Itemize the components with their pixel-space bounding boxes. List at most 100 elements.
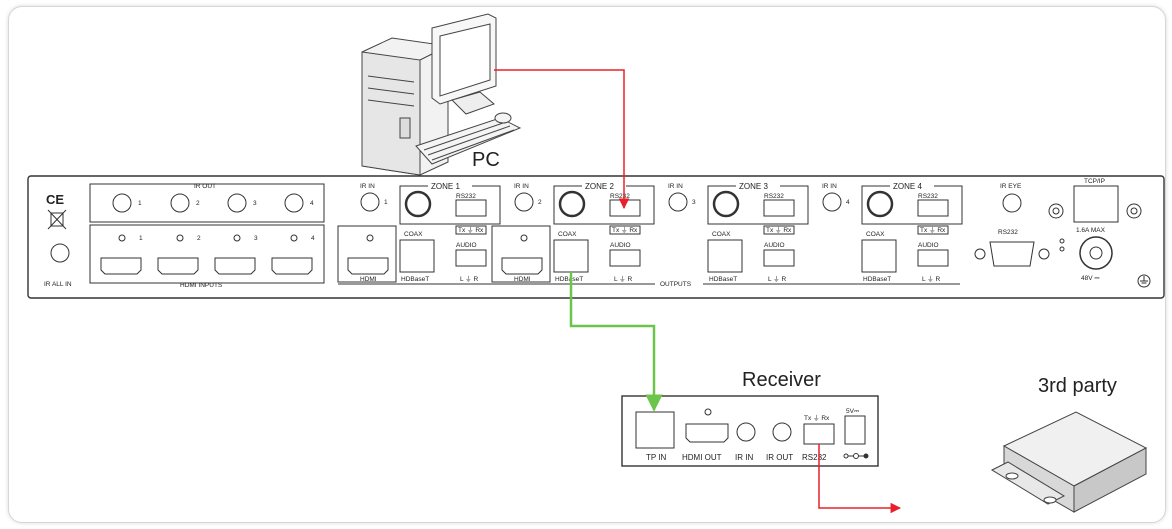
zone-4-ir-in-jack xyxy=(822,192,842,212)
zone-3-ir-num: 3 xyxy=(692,199,696,206)
zone-1-hdbaset-port xyxy=(399,239,435,273)
pc-label: PC xyxy=(472,149,500,171)
zone-4-coax-label: COAX xyxy=(866,231,885,238)
zone-4-ir-num: 4 xyxy=(846,199,850,206)
ir-out-num-1: 1 xyxy=(138,200,142,207)
tcpip-port xyxy=(1073,185,1119,223)
zone-3-ir-in-jack xyxy=(668,192,688,212)
matrix-rear-panel: CE IR ALL IN IR OUT 1 2 3 4 1 2 xyxy=(27,175,1165,299)
receiver-ir-out-label: IR OUT xyxy=(766,453,793,462)
receiver-power-port xyxy=(844,415,866,445)
receiver-ir-in-jack xyxy=(736,422,756,442)
zone-1-txrx: Tx ⏚ Rx xyxy=(458,226,484,234)
zone-3-rs232-port xyxy=(763,199,795,217)
receiver-tp-in-port xyxy=(635,411,675,449)
receiver-label: Receiver xyxy=(742,369,821,391)
zone-1-rs232-label: RS232 xyxy=(456,193,476,200)
zone-2-coax-f xyxy=(558,190,586,218)
zone-3-hdbaset-port xyxy=(707,239,743,273)
zone-1-ir-in-label: IR IN xyxy=(360,183,375,190)
zone-3-rs232-label: RS232 xyxy=(764,193,784,200)
matrix-to-receiver-hdbaset-cable xyxy=(569,272,663,412)
zone-4-coax-f xyxy=(866,190,894,218)
zone-2-hdmi-label: HDMI xyxy=(514,276,531,283)
ir-all-in-label: IR ALL IN xyxy=(44,281,72,288)
zone-4-audio-label: AUDIO xyxy=(918,242,939,249)
ir-out-num-3: 3 xyxy=(253,200,257,207)
ir-all-in-jack xyxy=(50,243,70,263)
zone-1-hdmi-label: HDMI xyxy=(360,276,377,283)
ir-out-jacks xyxy=(112,193,304,213)
zone-4-hdbaset-port xyxy=(861,239,897,273)
hdmi-input-ports xyxy=(100,234,313,275)
zone-1-hdbaset-label: HDBaseT xyxy=(401,276,429,283)
zone-1-rs232-port xyxy=(455,199,487,217)
ir-out-label: IR OUT xyxy=(194,183,216,190)
zone-2-hdmi-port xyxy=(501,257,543,275)
zone-2-audio-port xyxy=(609,249,641,267)
zone-4-rs232-label: RS232 xyxy=(918,193,938,200)
zone-2-ir-in-jack xyxy=(514,192,534,212)
zone-2-audio-label: AUDIO xyxy=(610,242,631,249)
zone-2: IR IN 2 ZONE 2 RS232 Tx ⏚ Rx HDMI COAX H… xyxy=(491,182,655,283)
ir-eye-label: IR EYE xyxy=(1000,183,1022,190)
zone-2-rs232-label: RS232 xyxy=(610,193,630,200)
weee-bin-icon xyxy=(47,209,67,230)
ir-out-num-2: 2 xyxy=(196,200,200,207)
zone-2-name: ZONE 2 xyxy=(585,182,614,191)
hdmi-in-num-2: 2 xyxy=(197,235,201,242)
ce-mark: CE xyxy=(46,192,64,207)
zone-3-name: ZONE 3 xyxy=(739,182,768,191)
zone-1-audio-label: AUDIO xyxy=(456,242,477,249)
zone-2-ir-in-label: IR IN xyxy=(514,183,529,190)
rs232-main-label: RS232 xyxy=(998,229,1018,236)
third-party-device-icon xyxy=(990,411,1148,513)
zone-2-hdbaset-label: HDBaseT xyxy=(555,276,583,283)
power-voltage-label: 48V ⎓ xyxy=(1081,275,1100,282)
zone-3-coax-f xyxy=(712,190,740,218)
zone-1-name: ZONE 1 xyxy=(431,182,460,191)
receiver-hdmi-out-port xyxy=(685,423,729,443)
zone-2-coax-label: COAX xyxy=(558,231,577,238)
zone-1: IR IN 1 ZONE 1 RS232 Tx ⏚ Rx HDMI COAX H… xyxy=(337,182,501,283)
receiver-txrx-label: Tx ⏚ Rx xyxy=(804,414,830,422)
hdmi-in-num-3: 3 xyxy=(254,235,258,242)
zone-1-ir-num: 1 xyxy=(384,199,388,206)
receiver-hdmi-out-label: HDMI OUT xyxy=(682,453,722,462)
zone-4: IR IN 4 ZONE 4 RS232 Tx ⏚ Rx COAX HDBase… xyxy=(822,182,963,283)
pc-to-matrix-rs232-cable xyxy=(494,69,630,210)
receiver-power-label: 5V⎓ xyxy=(846,408,859,415)
receiver-rs232-port xyxy=(803,423,835,445)
power-indicator-icon xyxy=(1059,238,1065,252)
zone-3-coax-label: COAX xyxy=(712,231,731,238)
zone-1-audio-port xyxy=(455,249,487,267)
receiver-tp-in-label: TP IN xyxy=(646,453,667,462)
zone-3-audio-label: AUDIO xyxy=(764,242,785,249)
zone-3-ir-in-label: IR IN xyxy=(668,183,683,190)
receiver-ir-out-jack xyxy=(772,422,792,442)
tcpip-label: TCP/IP xyxy=(1084,178,1105,185)
zone-3-audio-port xyxy=(763,249,795,267)
ground-icon xyxy=(1137,274,1151,288)
hdmi-in-num-1: 1 xyxy=(139,235,143,242)
zone-4-txrx: Tx ⏚ Rx xyxy=(920,226,946,234)
power-rating-label: 1.6A MAX xyxy=(1076,227,1106,234)
zone-4-ir-in-label: IR IN xyxy=(822,183,837,190)
zone-4-rs232-port xyxy=(917,199,949,217)
zone-1-lr: L ⏚ R xyxy=(460,275,478,283)
zone-4-hdbaset-label: HDBaseT xyxy=(863,276,891,283)
zone-2-lr: L ⏚ R xyxy=(614,275,632,283)
zone-1-coax-label: COAX xyxy=(404,231,423,238)
zone-3-hdbaset-label: HDBaseT xyxy=(709,276,737,283)
outputs-label: OUTPUTS xyxy=(660,281,692,288)
zone-1-coax-f xyxy=(404,190,432,218)
zone-3: IR IN 3 ZONE 3 RS232 Tx ⏚ Rx COAX HDBase… xyxy=(668,182,809,283)
zone-2-hdbaset-port xyxy=(553,239,589,273)
ir-out-num-4: 4 xyxy=(310,200,314,207)
hdmi-in-num-4: 4 xyxy=(311,235,315,242)
zone-4-audio-port xyxy=(917,249,949,267)
hdmi-inputs-label: HDMI INPUTS xyxy=(180,282,223,289)
zone-4-lr: L ⏚ R xyxy=(922,275,940,283)
ir-eye-jack xyxy=(1002,193,1022,213)
